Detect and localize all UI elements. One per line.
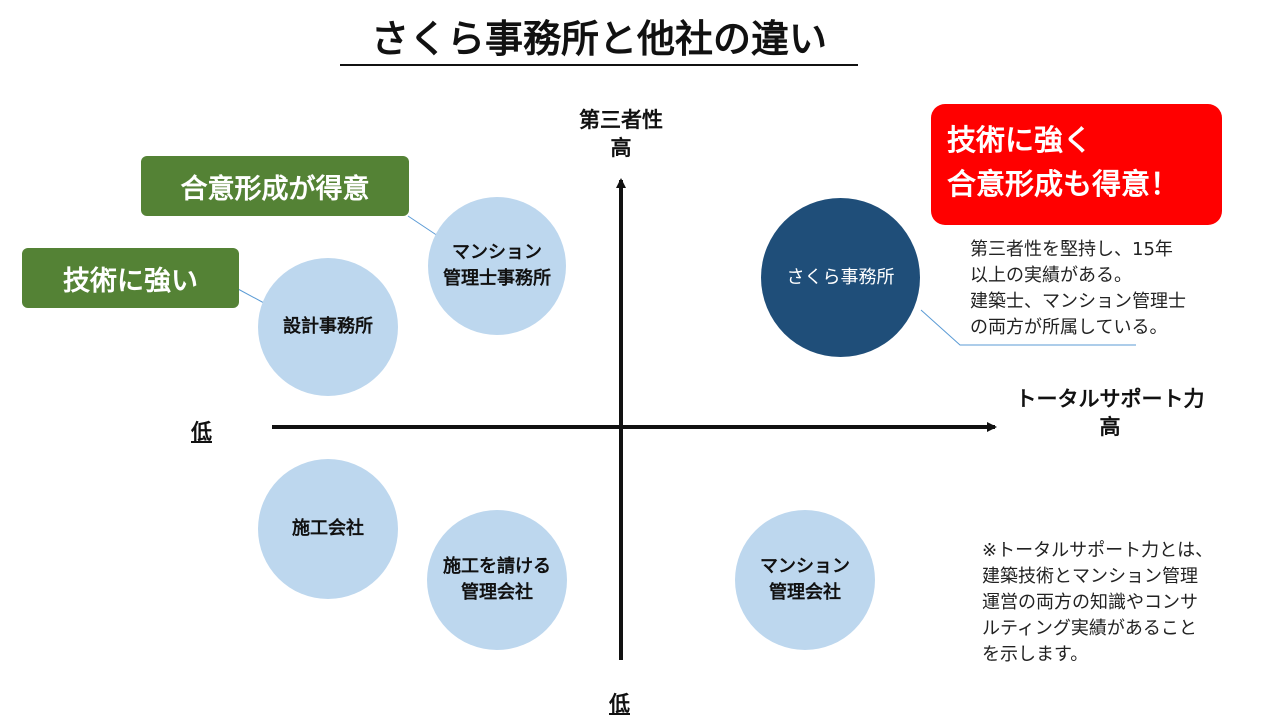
- sakura-description: 第三者性を堅持し、15年 以上の実績がある。 建築士、マンション管理士 の両方が…: [970, 239, 1186, 338]
- y-axis-low-label: 低: [609, 692, 630, 716]
- circle-mansion-management-company: マンション 管理会社: [735, 510, 875, 650]
- tag-consensus: 合意形成が得意: [141, 156, 409, 216]
- y-axis-label: 第三者性 高: [579, 108, 663, 160]
- connector-technical-tag: [237, 288, 265, 304]
- circle-sakura-office: さくら事務所: [761, 198, 920, 357]
- sakura-callout: 技術に強く 合意形成も得意！: [931, 104, 1222, 225]
- x-axis-low-label: 低: [191, 420, 212, 444]
- connector-sakura-note: [920, 309, 1136, 346]
- connector-consensus-tag: [407, 215, 439, 237]
- tag-technical: 技術に強い: [22, 248, 239, 308]
- circle-construction-company: 施工会社: [258, 459, 398, 599]
- circle-mansion-manager-office: マンション 管理士事務所: [428, 197, 566, 335]
- page-title: さくら事務所と他社の違い: [340, 16, 858, 66]
- circle-construction-capable-management: 施工を請ける 管理会社: [427, 510, 567, 650]
- x-axis-label: トータルサポート力 高: [1015, 387, 1205, 439]
- circle-design-office: 設計事務所: [258, 258, 398, 396]
- total-support-definition: ※トータルサポート力とは、 建築技術とマンション管理 運営の両方の知識やコンサ …: [982, 540, 1214, 665]
